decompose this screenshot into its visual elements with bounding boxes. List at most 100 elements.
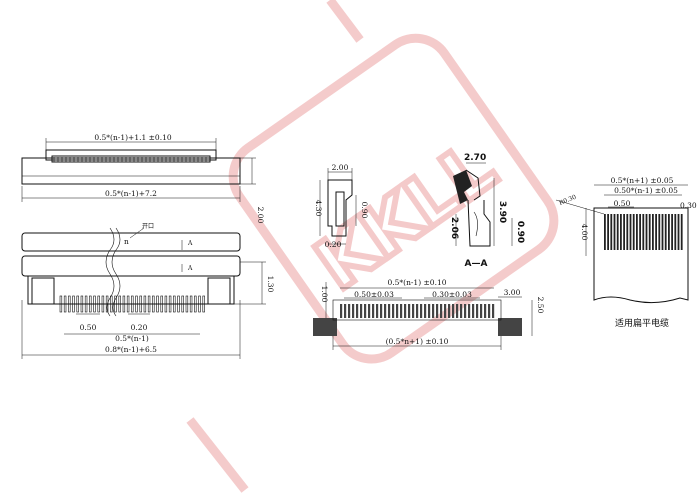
conductor <box>658 214 661 250</box>
pad <box>420 304 423 318</box>
pad <box>416 304 419 318</box>
conductor <box>604 214 606 250</box>
footprint-dim-top: 0.5*(n-1) ±0.10 <box>387 278 446 287</box>
conductor <box>639 214 641 250</box>
pin <box>105 295 109 313</box>
section-contact <box>473 211 478 237</box>
front-view: 0.5*(n-1)+1.1 ±0.10 0.5*(n-1)+7.2 2.00 <box>21 133 265 224</box>
footprint-pads <box>340 304 495 318</box>
bottom-top-shell <box>21 232 241 252</box>
pad <box>432 304 435 318</box>
pin <box>139 295 142 313</box>
conductor <box>642 214 645 250</box>
pad <box>428 304 431 318</box>
pin <box>173 295 176 313</box>
watermark-stroke <box>186 417 249 493</box>
pad <box>392 304 395 318</box>
pad <box>412 304 415 318</box>
footprint-left-pad <box>313 318 337 336</box>
cable-dim-side: 0.30 <box>680 201 697 210</box>
bottom-dim-total: 0.8*(n-1)+6.5 <box>105 345 157 354</box>
pad <box>364 304 367 318</box>
front-dim-right: 2.00 <box>256 207 265 224</box>
pad <box>352 304 355 318</box>
pad <box>404 304 407 318</box>
conductor <box>632 214 635 250</box>
pin <box>76 295 79 313</box>
pad <box>436 304 439 318</box>
pad <box>468 304 471 318</box>
footprint-dim-right-h: 2.50 <box>536 297 545 314</box>
pin <box>160 295 163 313</box>
conductor <box>645 214 648 250</box>
footprint-dim-right-w: 3.00 <box>504 288 521 297</box>
pad <box>460 304 463 318</box>
pad <box>480 304 483 318</box>
pin <box>189 295 193 313</box>
conductor <box>674 214 677 250</box>
pad <box>464 304 467 318</box>
pin <box>164 295 168 313</box>
section-mark-a: A <box>187 265 193 272</box>
section-dim-right: 0.90 <box>515 221 525 243</box>
cable-dim-second: 0.50*(n-1) ±0.05 <box>614 186 678 195</box>
pad <box>340 304 343 318</box>
bottom-dim-mid: 0.5*(n-1) <box>115 334 149 343</box>
side-dim-bottom: 0.20 <box>325 240 342 249</box>
side-inner <box>335 191 345 227</box>
cable-dim-pitch: 0.50 <box>614 199 631 208</box>
side-dim-height: 4.30 <box>314 200 323 217</box>
footprint-dim-pad: 0.30±0.03 <box>432 290 472 299</box>
section-dim-height: 3.90 <box>497 201 507 223</box>
cable-outline <box>593 207 689 304</box>
front-contact-row <box>51 155 211 163</box>
pad <box>372 304 375 318</box>
conductor <box>626 214 629 250</box>
pad <box>356 304 359 318</box>
conductor <box>671 214 673 250</box>
conductor <box>613 214 616 250</box>
pad <box>368 304 371 318</box>
conductor <box>648 214 651 250</box>
bottom-dim-right: 1.30 <box>266 276 275 293</box>
pad <box>400 304 403 318</box>
front-body <box>21 157 241 185</box>
section-mark-a: A <box>187 240 193 247</box>
conductor <box>620 214 622 250</box>
cable-dim-top: 0.5*(n+1) ±0.05 <box>611 176 674 185</box>
leader-line <box>129 227 145 239</box>
section-dim-top: 2.70 <box>464 153 486 163</box>
cable-dim-left: 4.00 <box>580 224 589 241</box>
pad <box>376 304 379 318</box>
pin <box>143 295 147 313</box>
pin <box>101 295 105 313</box>
footprint-dim-left: 1.00 <box>320 286 329 303</box>
side-view: 2.00 4.30 0.90 0.20 <box>314 163 369 249</box>
pad <box>472 304 475 318</box>
section-outline <box>465 169 481 201</box>
pin <box>59 295 63 313</box>
conductor <box>616 214 619 250</box>
cable-caption: 适用扁平电缆 <box>615 317 669 329</box>
section-dim-left: 2.06 <box>449 217 459 239</box>
pin <box>181 295 184 313</box>
conductor <box>636 214 638 250</box>
cable-view: 0.5*(n+1) ±0.05 0.50*(n-1) ±0.05 0.50 0.… <box>555 176 697 329</box>
pin <box>168 295 172 313</box>
pad <box>484 304 487 318</box>
front-dim-bottom: 0.5*(n-1)+7.2 <box>105 189 157 198</box>
footprint-view: 0.5*(n-1) ±0.10 0.50±0.03 0.30±0.03 1.00… <box>313 278 545 350</box>
side-dim-width: 2.00 <box>332 163 349 172</box>
pin <box>118 295 121 313</box>
bottom-view: n 开口 A A 0.50 0.20 0.5*(n-1) 0.8*(n-1)+6… <box>21 223 275 359</box>
watermark: KKLL <box>186 0 559 493</box>
pin <box>194 295 197 313</box>
pin <box>185 295 189 313</box>
side-dim-inner: 0.90 <box>360 202 369 219</box>
pin <box>122 295 126 313</box>
pin <box>135 295 138 313</box>
bottom-dim-inner: 0.20 <box>131 323 148 332</box>
footprint-outline <box>332 299 502 321</box>
watermark-frame <box>228 33 559 364</box>
